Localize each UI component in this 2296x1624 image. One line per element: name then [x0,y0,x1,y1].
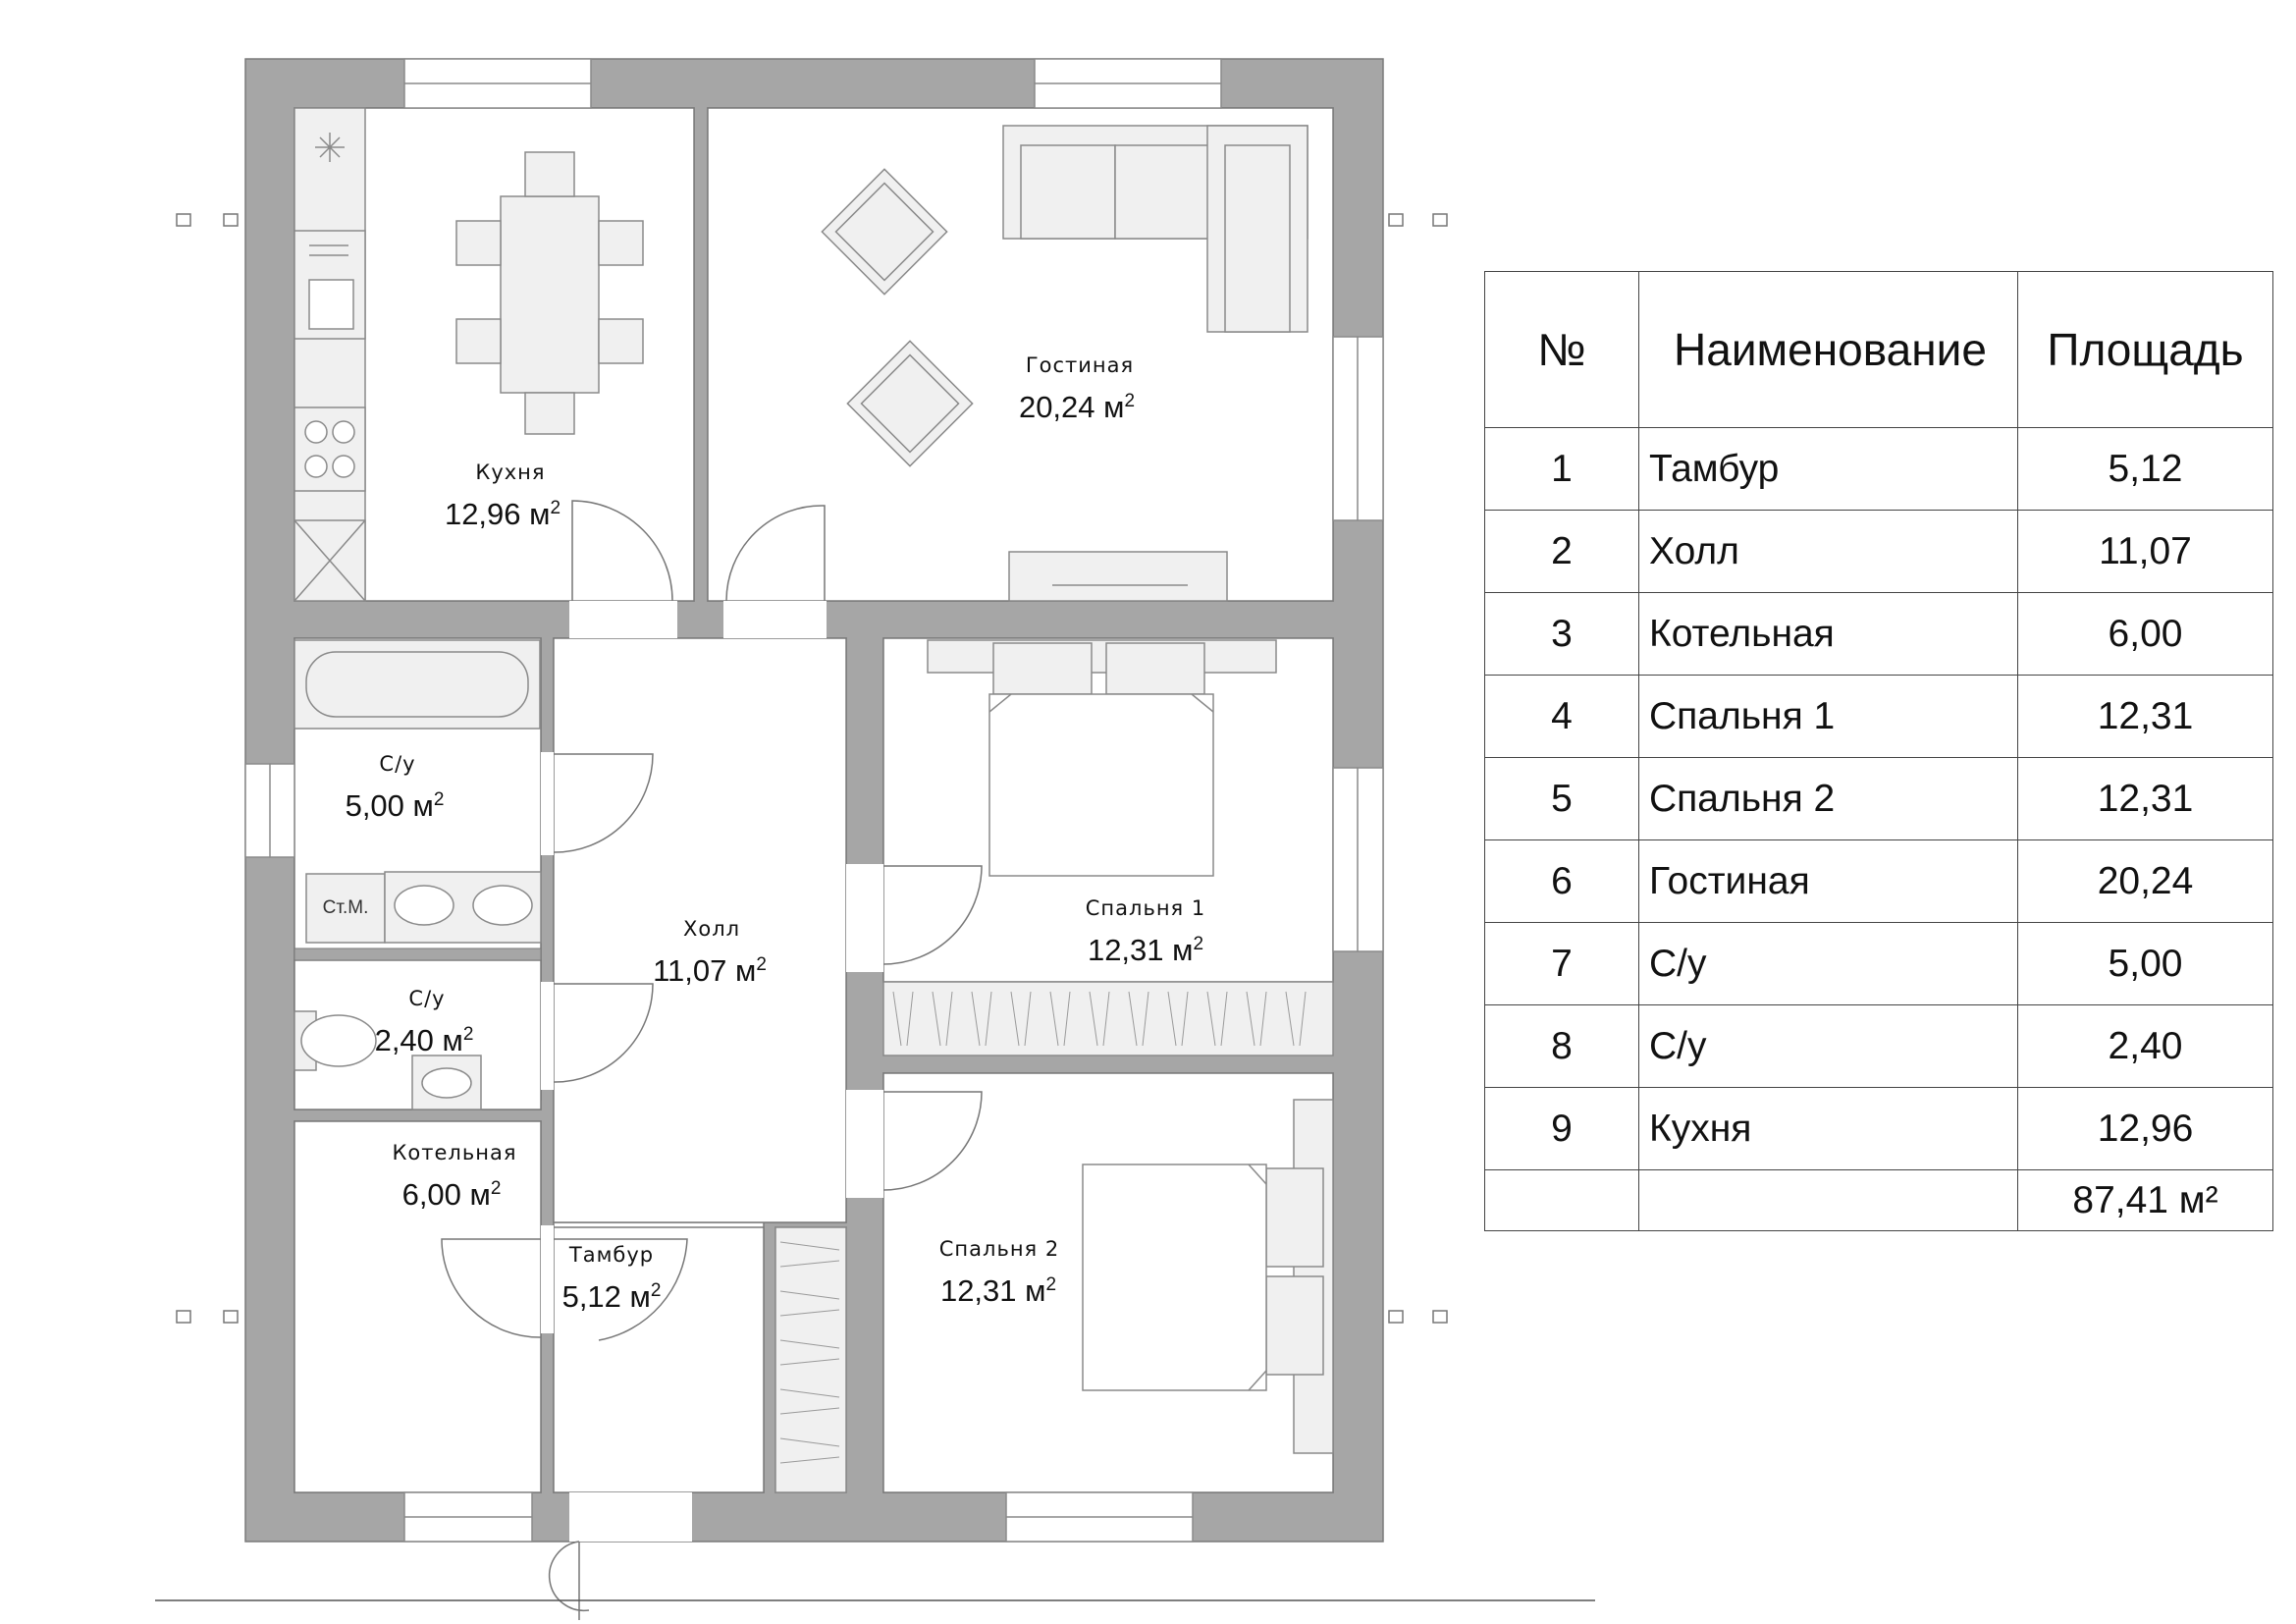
table-row: 7 С/у 5,00 [1484,922,2273,1005]
room-label-living: Гостиная 20,24 м2 [1019,353,1135,424]
svg-text:12,31 м2: 12,31 м2 [940,1273,1056,1308]
row-area: 11,07 [2017,510,2273,593]
row-num: 8 [1484,1004,1639,1088]
wardrobe-bedroom1 [882,981,1334,1056]
wardrobe-vestibule [774,1226,847,1493]
header-name: Наименование [1638,271,2018,428]
svg-text:2,40 м2: 2,40 м2 [375,1023,474,1057]
row-num: 9 [1484,1087,1639,1170]
bath2-furniture [294,1010,482,1110]
row-name: Кухня [1638,1087,2018,1170]
row-area: 20,24 [2017,839,2273,923]
total-num-empty [1484,1169,1639,1231]
svg-text:Гостиная: Гостиная [1026,353,1134,377]
row-name: Тамбур [1638,427,2018,511]
row-area: 5,12 [2017,427,2273,511]
row-num: 1 [1484,427,1639,511]
svg-text:5,12 м2: 5,12 м2 [562,1279,662,1314]
row-num: 7 [1484,922,1639,1005]
table-row: 8 С/у 2,40 [1484,1004,2273,1088]
row-name: С/у [1638,922,2018,1005]
row-name: Холл [1638,510,2018,593]
room-label-bath2: С/у 2,40 м2 [375,987,474,1057]
row-area: 12,31 [2017,675,2273,758]
table-header-row: № Наименование Площадь [1484,271,2273,428]
svg-text:11,07 м2: 11,07 м2 [653,953,767,988]
axis-markers [176,213,1448,1324]
svg-text:Спальня 1: Спальня 1 [1086,896,1205,920]
svg-text:6,00 м2: 6,00 м2 [402,1177,502,1212]
svg-text:Спальня 2: Спальня 2 [939,1237,1059,1261]
bedroom2-bed [1082,1099,1334,1454]
bedroom1-bed [927,639,1277,877]
svg-text:20,24 м2: 20,24 м2 [1019,390,1135,424]
row-name: Спальня 2 [1638,757,2018,840]
room-label-boiler: Котельная 6,00 м2 [393,1141,517,1212]
header-num: № [1484,271,1639,428]
row-num: 4 [1484,675,1639,758]
table-row: 5 Спальня 2 12,31 [1484,757,2273,840]
row-num: 5 [1484,757,1639,840]
row-num: 2 [1484,510,1639,593]
svg-text:Тамбур: Тамбур [568,1243,654,1267]
room-label-bedroom1: Спальня 1 12,31 м2 [1086,896,1205,967]
windows [244,58,1384,1543]
svg-text:С/у: С/у [379,752,415,776]
svg-text:Кухня: Кухня [475,460,545,484]
row-area: 5,00 [2017,922,2273,1005]
room-label-hall: Холл 11,07 м2 [653,917,767,988]
svg-text:12,96 м2: 12,96 м2 [445,497,561,531]
table-row: 1 Тамбур 5,12 [1484,427,2273,511]
table-total-row: 87,41 м² [1484,1169,2273,1231]
room-area-table: № Наименование Площадь 1 Тамбур 5,12 2 Х… [1484,271,2273,1231]
room-label-bath1: С/у 5,00 м2 [346,752,445,823]
svg-text:5,00 м2: 5,00 м2 [346,788,445,823]
table-row: 4 Спальня 1 12,31 [1484,675,2273,758]
row-num: 3 [1484,592,1639,676]
row-area: 12,96 [2017,1087,2273,1170]
floor-plan: Ст.М. Кухня 12,96 м2 Гостиная 20,24 м2 С… [155,58,1595,1620]
table-row: 3 Котельная 6,00 [1484,592,2273,676]
living-furniture [821,125,1308,602]
row-name: Спальня 1 [1638,675,2018,758]
table-row: 2 Холл 11,07 [1484,510,2273,593]
svg-text:Котельная: Котельная [393,1141,517,1164]
room-label-vestibule: Тамбур 5,12 м2 [562,1243,662,1314]
room-label-bedroom2: Спальня 2 12,31 м2 [939,1237,1059,1308]
doors [441,500,983,1620]
row-name: С/у [1638,1004,2018,1088]
row-num: 6 [1484,839,1639,923]
svg-text:12,31 м2: 12,31 м2 [1088,933,1203,967]
kitchen-furniture [294,107,644,602]
bath-partition [294,947,542,961]
total-area: 87,41 м² [2017,1169,2273,1231]
header-area: Площадь [2017,271,2273,428]
room-label-kitchen: Кухня 12,96 м2 [445,460,561,531]
row-area: 6,00 [2017,592,2273,676]
row-name: Гостиная [1638,839,2018,923]
bath1-furniture [294,639,542,944]
svg-text:Холл: Холл [683,917,740,941]
row-area: 2,40 [2017,1004,2273,1088]
row-name: Котельная [1638,592,2018,676]
washer-label: Ст.М. [323,897,369,918]
table-row: 6 Гостиная 20,24 [1484,839,2273,923]
table-row: 9 Кухня 12,96 [1484,1087,2273,1170]
svg-text:С/у: С/у [408,987,445,1010]
row-area: 12,31 [2017,757,2273,840]
total-name-empty [1638,1169,2018,1231]
